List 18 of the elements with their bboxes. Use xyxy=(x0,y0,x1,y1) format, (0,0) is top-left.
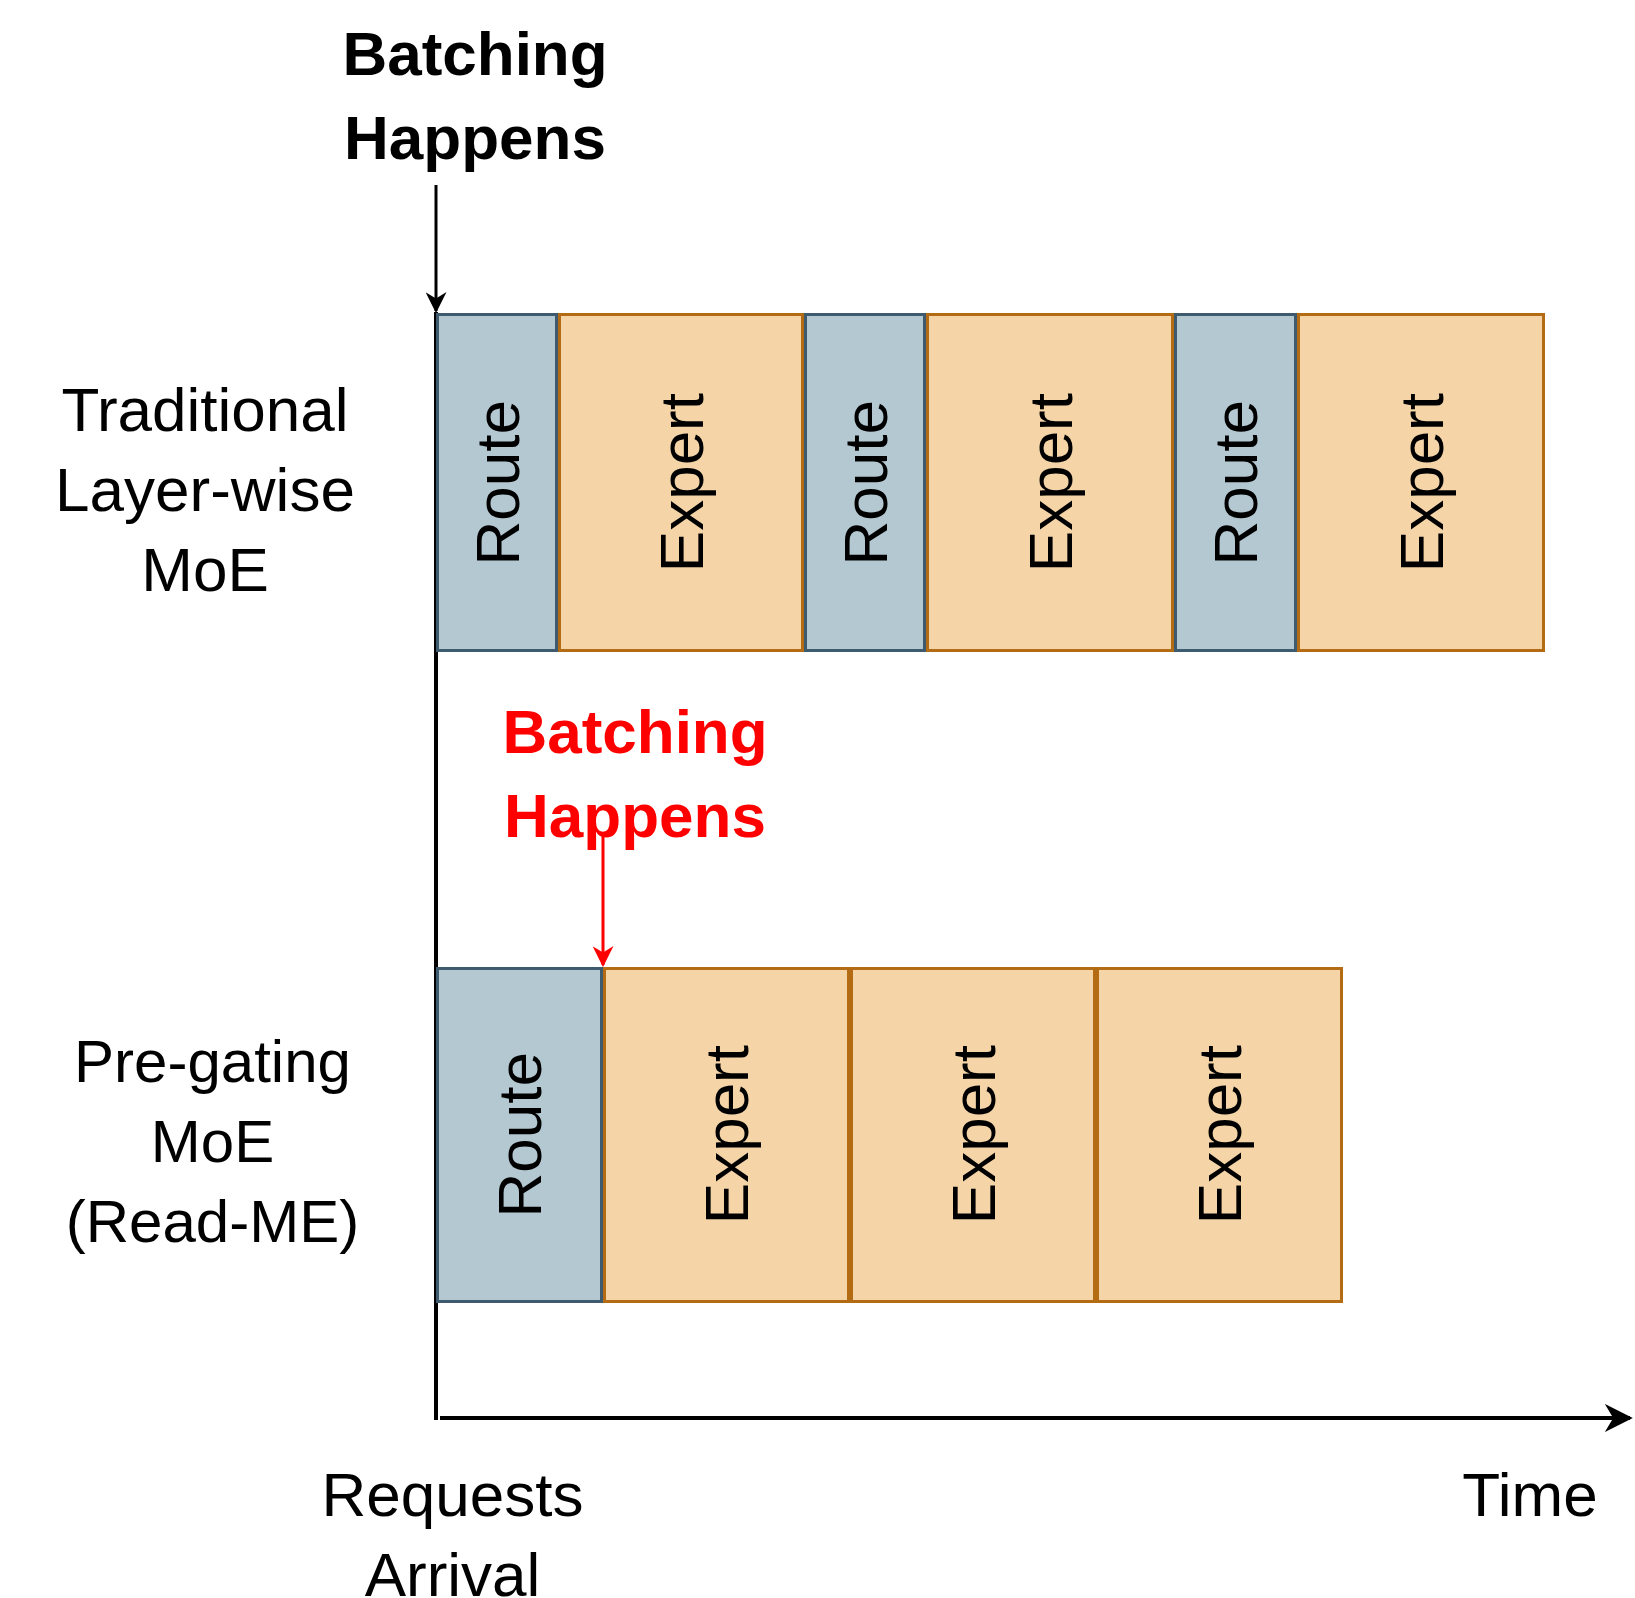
arrow xyxy=(592,835,614,968)
expert-block: Expert xyxy=(850,967,1096,1303)
row-label: Pre-gating MoE (Read-ME) xyxy=(64,1027,361,1257)
route-block: Route xyxy=(436,313,558,652)
axis-label: Requests Arrival xyxy=(320,1459,585,1598)
route-block: Route xyxy=(436,967,603,1303)
axis-label: Time xyxy=(1461,1459,1599,1531)
route-block: Route xyxy=(1174,313,1297,652)
expert-block: Expert xyxy=(926,313,1174,652)
annotation-text: Batching Happens xyxy=(470,690,800,858)
expert-block: Expert xyxy=(1297,313,1545,652)
expert-block: Expert xyxy=(603,967,850,1303)
route-block: Route xyxy=(804,313,926,652)
expert-block: Expert xyxy=(1096,967,1343,1303)
expert-block: Expert xyxy=(558,313,804,652)
annotation-text: Batching Happens xyxy=(300,12,650,180)
row-label: Traditional Layer-wise MoE xyxy=(54,374,356,606)
arrow xyxy=(425,185,447,314)
